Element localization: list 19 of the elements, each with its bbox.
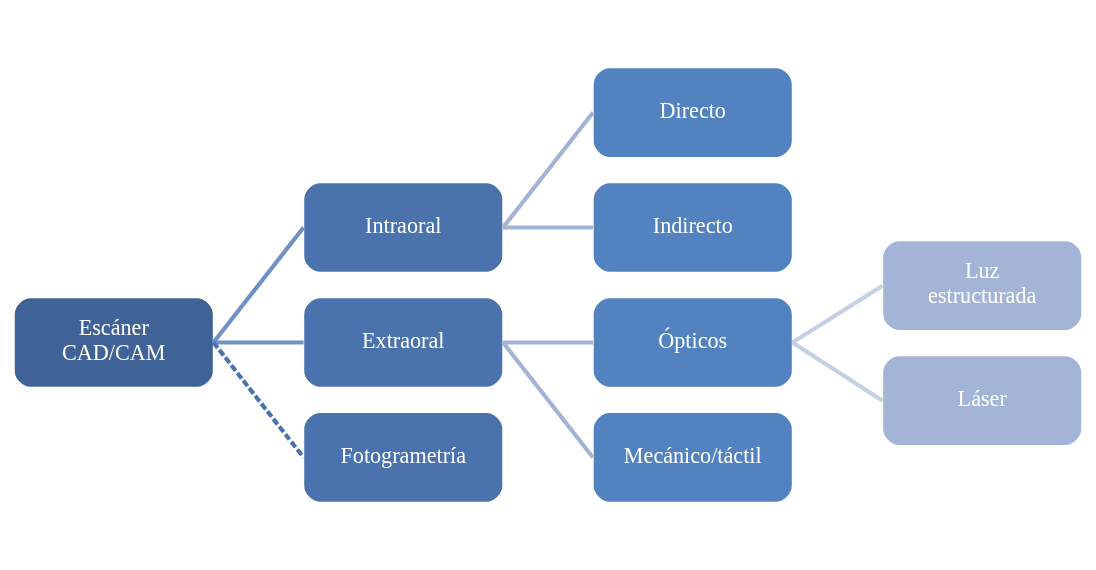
connector <box>211 341 306 459</box>
connector <box>791 283 884 345</box>
connector <box>503 225 593 230</box>
connector <box>213 340 304 345</box>
node-box: Ópticos <box>592 296 794 389</box>
connector <box>503 340 593 345</box>
node-box: Extraoral <box>302 296 504 389</box>
node-box: Láser <box>881 354 1083 447</box>
node-box: Fotogrametría <box>302 411 504 504</box>
connector <box>501 341 595 459</box>
connector <box>211 226 306 344</box>
node-box: Mecánico/táctil <box>592 411 794 504</box>
node-box: Escáner CAD/CAM <box>13 296 215 389</box>
node-box: Intraoral <box>302 181 504 274</box>
node-box: Luz estructurada <box>881 240 1083 332</box>
connector <box>501 111 595 229</box>
node-box: Indirecto <box>592 181 794 274</box>
connector <box>791 340 884 403</box>
node-box: Directo <box>592 66 794 159</box>
